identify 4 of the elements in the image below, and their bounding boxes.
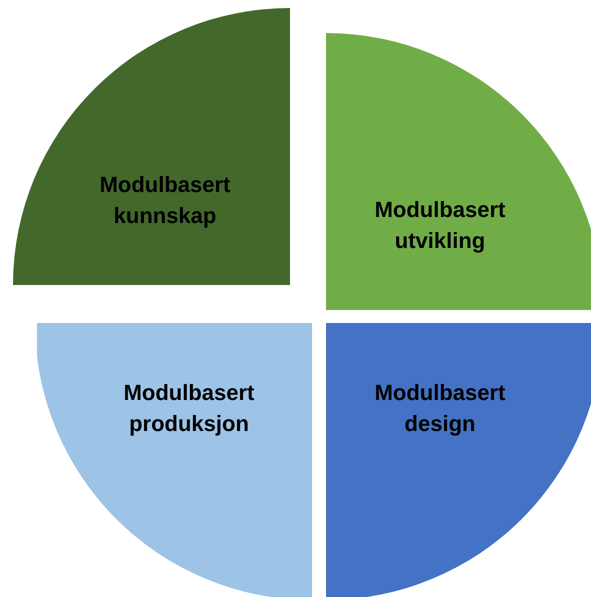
sector-label: Modulbasert produksjon (122, 379, 256, 438)
sector-label: Modulbasert kunnskap (98, 171, 232, 230)
sector-label: Modulbasert utvikling (374, 196, 506, 255)
sector-label: Modulbasert design (374, 379, 506, 438)
